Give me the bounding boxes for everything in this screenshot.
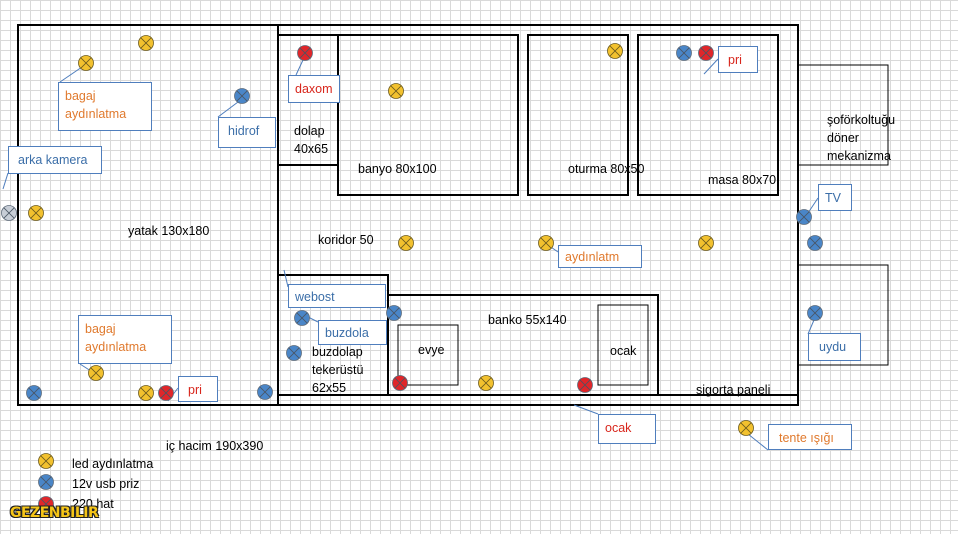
led-light-icon [738,420,754,436]
callout-buzdola: buzdola [318,320,387,345]
usb-socket-icon [386,305,402,321]
counter-label: banko 55x140 [488,313,567,327]
callout-hidrof: hidrof [218,117,276,148]
legend-hat-label: 220 hat [72,497,114,511]
callout-leader-line [217,101,239,118]
callout-leader-line [703,58,719,75]
right-lower-box [798,264,889,366]
usb-socket-icon [807,305,823,321]
callout-arka-kamera: arka kamera [8,146,102,174]
led-light-icon [607,43,623,59]
usb-socket-icon [807,235,823,251]
callout-ocak: ocak [598,414,656,444]
outlet-220v-icon [297,45,313,61]
outlet-220v-icon [392,375,408,391]
usb-socket-icon [796,209,812,225]
usb-socket-icon [26,385,42,401]
led-light-icon [478,375,494,391]
usb-socket-icon [294,310,310,326]
callout-uydu: uydu [808,333,861,361]
usb-socket-icon [286,345,302,361]
bed-label: yatak 130x180 [128,224,210,238]
camera-icon [1,205,17,221]
legend-hat-icon [38,496,54,512]
callout-leader-line [59,66,83,83]
table-wall [637,34,779,196]
callout-bagaj-top: bagaj aydınlatma [58,82,152,131]
wardrobe-label: dolap 40x65 [294,124,329,156]
usb-socket-icon [676,45,692,61]
led-light-icon [28,205,44,221]
outlet-220v-icon [577,377,593,393]
stove-box [597,304,649,386]
callout-aydinlatm: aydınlatm [558,245,642,268]
legend-led-label: led aydınlatma [72,457,154,471]
led-light-icon [538,235,554,251]
callout-pri-top: pri [718,46,758,73]
seating-label: oturma 80x50 [568,162,645,176]
seating-wall [527,34,629,196]
led-light-icon [138,385,154,401]
outlet-220v-icon [698,45,714,61]
callout-leader-line [747,433,769,451]
callout-leader-line [573,404,599,415]
callout-tv: TV [818,184,852,211]
stove-label: ocak [610,344,637,358]
callout-leader-line [283,269,289,288]
callout-leader-line [807,319,815,335]
fuse-panel-label: sigorta paneli [696,383,771,397]
legend-usb-label: 12v usb priz [72,477,140,491]
fridge-label: buzdolap tekerüstü 62x55 [312,345,364,395]
callout-leader-line [807,197,819,214]
sink-box [397,324,459,386]
usb-socket-icon [234,88,250,104]
callout-tente: tente ışığı [768,424,852,450]
legend-usb-icon [38,474,54,490]
led-light-icon [388,83,404,99]
led-light-icon [698,235,714,251]
driver-seat-label: şoförkoltuğu döner mekanizma [827,113,896,163]
fridge-wall [278,274,389,395]
corridor-label: koridor 50 [318,233,374,247]
led-light-icon [398,235,414,251]
callout-webost: webost [288,284,386,308]
callout-pri-bottom: pri [178,376,218,402]
interior-volume-label: iç hacim 190x390 [166,439,264,453]
usb-socket-icon [257,384,273,400]
table-label: masa 80x70 [708,173,777,187]
led-light-icon [138,35,154,51]
counter-wall [388,294,659,395]
bathroom-label: banyo 80x100 [358,162,437,176]
led-light-icon [88,365,104,381]
callout-bagaj-bottom: bagaj aydınlatma [78,315,172,364]
outlet-220v-icon [158,385,174,401]
callout-daxom: daxom [288,75,340,103]
callout-leader-line [295,59,304,76]
bathroom-wall [278,34,519,196]
logo: GEZENBILIR [10,505,99,521]
sink-label: evye [418,343,445,357]
legend-led-icon [38,453,54,469]
callout-leader-line [2,172,9,190]
driver-seat-box [798,64,889,166]
led-light-icon [78,55,94,71]
